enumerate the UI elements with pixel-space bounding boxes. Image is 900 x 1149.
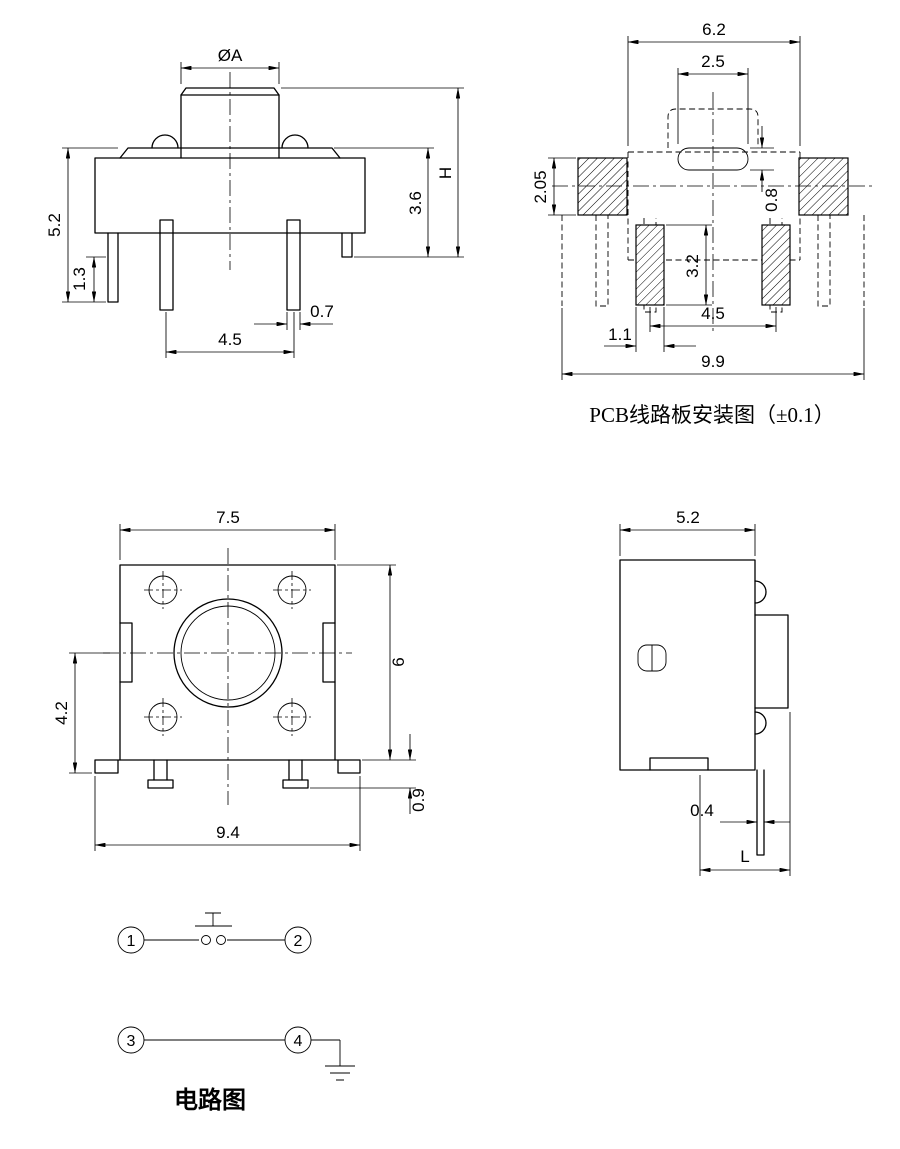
dim-side-body-width: 5.2 [619, 508, 756, 556]
pcb-pad-right [761, 224, 791, 306]
dim-front-overall-height: 5.2 [45, 147, 118, 303]
front-right-bracket-leg [341, 232, 353, 258]
side-body-outline [619, 559, 756, 771]
front-cover-flange [119, 147, 341, 159]
dim-side-lead-length: L [699, 712, 791, 876]
dim-pcb-pad-pitch: 4.5 [649, 304, 777, 332]
circuit-diagram: 1 2 3 4 电路图 [117, 912, 355, 1114]
pcb-side-pad-right [798, 157, 849, 216]
dim-front-lead-width: 0.7 [254, 302, 334, 330]
dim-pcb-pad-length: 3.2 [666, 224, 712, 306]
dim-pcb-slot-width: 0.8 [750, 126, 781, 212]
dim-pcb-body-width: 6.2 [627, 20, 801, 146]
switch-contact-left [201, 935, 211, 945]
dim-text-front-45: 4.5 [218, 330, 242, 349]
dim-top-foot-drop: 0.9 [310, 734, 428, 814]
front-pin-right [286, 219, 301, 311]
switch-actuator-symbol [195, 912, 232, 927]
dim-text-pcb-205: 2.05 [531, 170, 550, 203]
top-pin-foot-right [282, 779, 309, 789]
dim-front-lead-pitch: 4.5 [165, 312, 295, 358]
terminal-4-label: 4 [294, 1033, 303, 1050]
pcb-view-caption: PCB线路板安装图（±0.1） [589, 403, 834, 427]
dim-top-body-width: 7.5 [119, 508, 336, 560]
dim-text-pcb-32: 3.2 [683, 254, 702, 278]
dim-text-knob-diameter: ØA [218, 46, 243, 65]
dim-knob-diameter: ØA [180, 46, 280, 84]
dim-text-top-6: 6 [389, 657, 408, 666]
dim-pcb-overall-width: 9.9 [561, 308, 865, 380]
rivet-crosshairs [144, 571, 311, 736]
side-actuator [754, 614, 789, 709]
dim-top-overall-width: 9.4 [94, 776, 361, 851]
dim-text-top-42: 4.2 [52, 701, 71, 725]
top-pin-leads [153, 759, 303, 781]
pcb-pad-left [635, 224, 665, 306]
switch-contact-right [216, 935, 226, 945]
terminal-2-label: 2 [294, 933, 303, 950]
top-bracket-feet [94, 759, 361, 774]
pcb-side-pad-left [577, 157, 628, 216]
dim-text-pcb-11: 1.1 [608, 325, 632, 344]
dim-side-lead-thickness: 0.4 [690, 801, 790, 825]
pcb-knob-projection [667, 108, 759, 148]
dim-text-side-52: 5.2 [676, 508, 700, 527]
dim-pcb-pad-width: 1.1 [604, 307, 696, 352]
front-dome-bumps [151, 134, 309, 149]
dim-front-body-height: 3.6 [334, 147, 464, 258]
dim-text-pcb-99: 9.9 [701, 352, 725, 371]
top-side-tabs [119, 622, 336, 683]
pcb-body-projection [627, 151, 801, 261]
dim-text-front-07: 0.7 [310, 302, 334, 321]
front-knob-outline [180, 87, 280, 159]
side-view: 5.2 0.4 L [619, 508, 791, 876]
dim-text-pcb-45: 4.5 [701, 304, 725, 323]
front-left-bracket-leg [107, 232, 119, 303]
terminal-3-label: 3 [127, 1033, 136, 1050]
dim-text-front-H: H [436, 167, 455, 179]
top-body-outline [119, 564, 336, 761]
side-dome-bumps [754, 580, 767, 735]
front-view: ØA 5.2 1.3 3.6 H 0.7 [45, 46, 464, 358]
front-pin-left [159, 219, 174, 311]
top-knob-outer-circle [173, 598, 283, 708]
dim-text-top-75: 7.5 [216, 508, 240, 527]
dim-text-front-36: 3.6 [406, 191, 425, 215]
pcb-layout-view: 6.2 2.5 2.05 0.8 3.2 [531, 20, 874, 427]
terminal-1-label: 1 [127, 933, 136, 950]
pcb-right-bracket-projection [817, 215, 831, 307]
dim-top-center-to-foot: 4.2 [52, 652, 110, 774]
side-bottom-notch [649, 757, 709, 771]
dim-text-pcb-25: 2.5 [701, 52, 725, 71]
dim-text-pcb-08: 0.8 [762, 188, 781, 212]
pcb-outer-foot-projection [561, 215, 865, 306]
dim-text-side-04: 0.4 [690, 801, 714, 820]
dim-text-top-09: 0.9 [409, 788, 428, 812]
top-view: 7.5 4.2 6 0.9 9.4 [52, 508, 428, 851]
top-pin-foot-left [147, 779, 174, 789]
ground-symbol [325, 1040, 355, 1081]
dim-top-body-depth: 6 [337, 564, 416, 761]
dim-text-front-52: 5.2 [45, 213, 64, 237]
circuit-caption: 电路图 [174, 1086, 246, 1114]
dim-front-lead-below: 1.3 [70, 256, 106, 303]
dim-text-side-L: L [740, 847, 749, 866]
dim-front-total-height: H [281, 87, 464, 258]
dim-pcb-slot-length: 2.5 [677, 52, 749, 144]
dim-text-top-94: 9.4 [216, 823, 240, 842]
dim-text-front-13: 1.3 [70, 267, 89, 291]
pcb-left-bracket-projection [595, 215, 609, 307]
dim-pcb-side-pad-height: 2.05 [531, 157, 576, 216]
side-pin-lead [756, 769, 765, 856]
dim-text-pcb-62: 6.2 [702, 20, 726, 39]
front-body-outline [94, 157, 366, 234]
